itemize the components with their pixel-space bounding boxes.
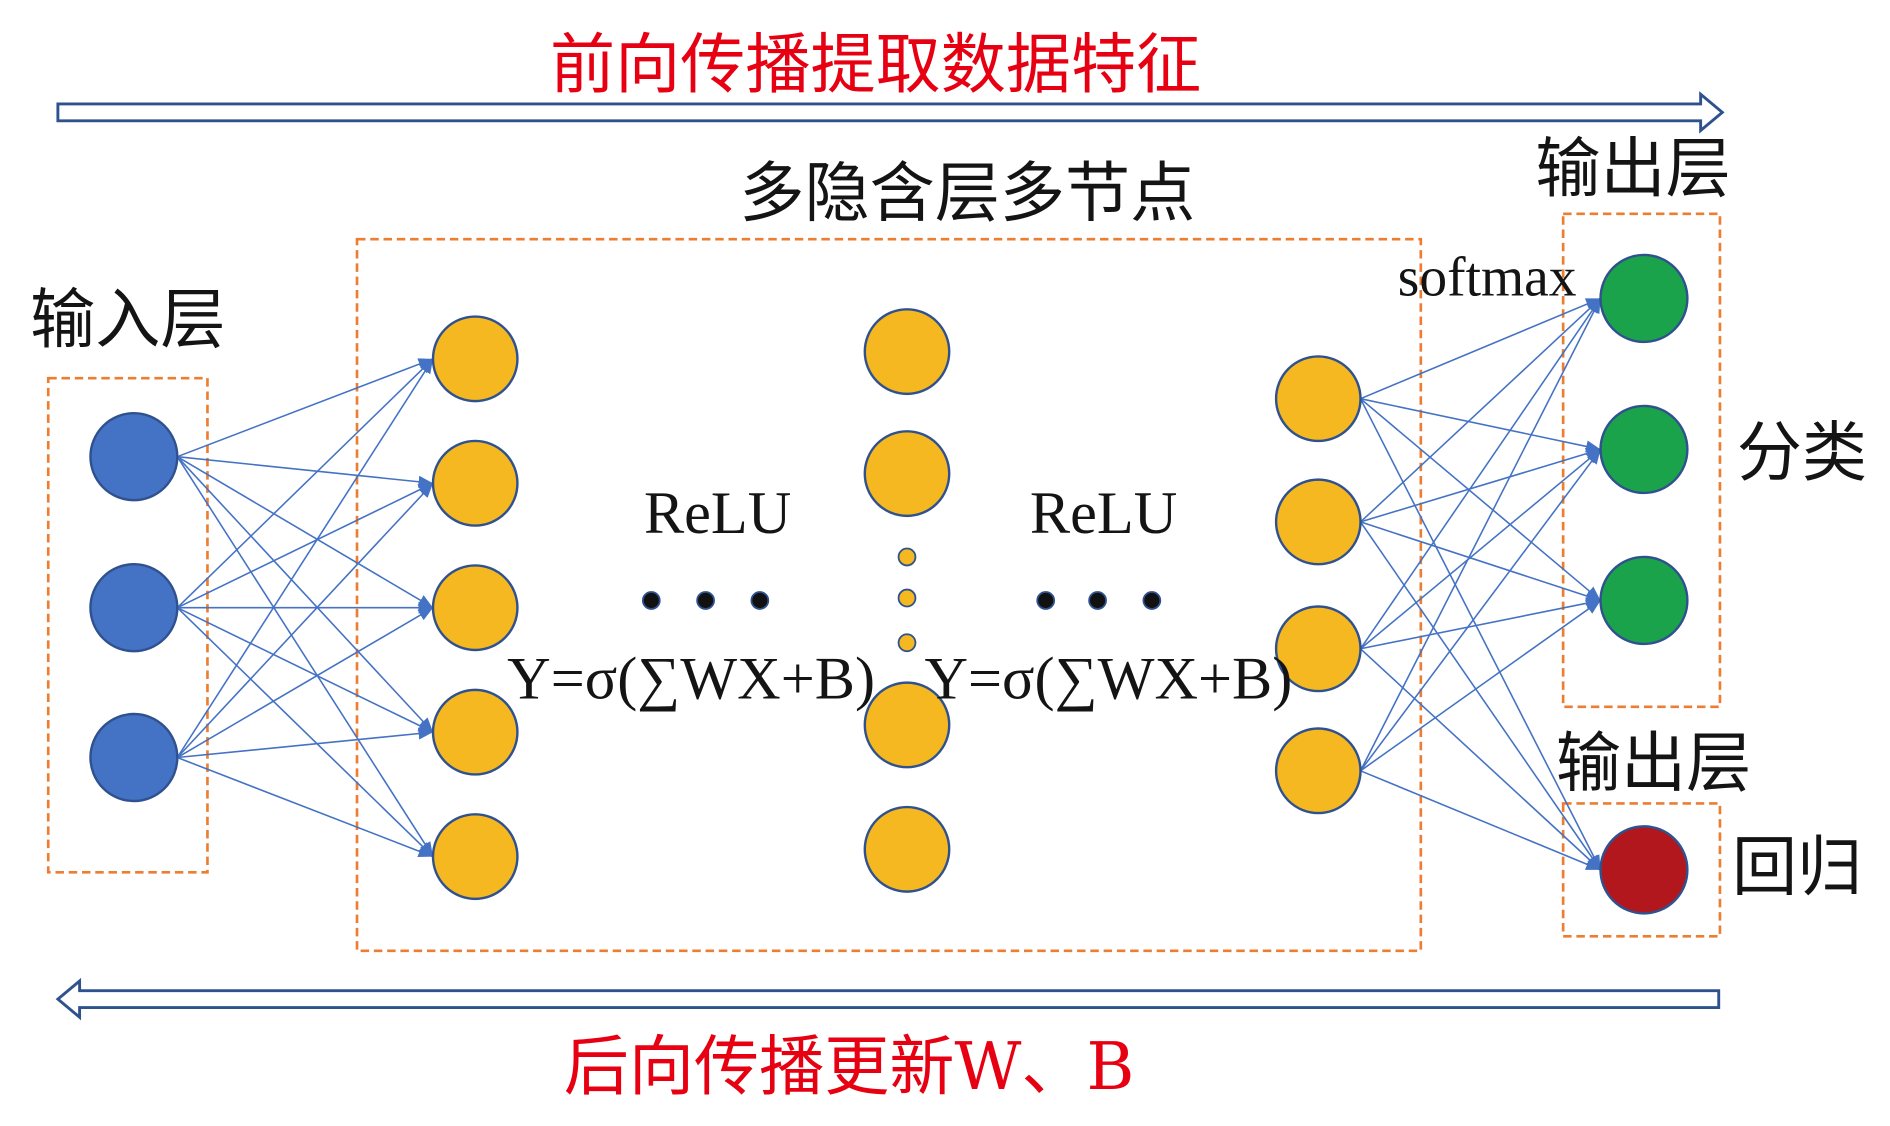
ellipsis-dot: [641, 591, 661, 610]
ellipsis-dot: [1142, 591, 1162, 610]
hidden-node: [431, 564, 519, 652]
connection-arrow: [1360, 599, 1601, 772]
forward-propagation-label: 前向传播提取数据特征: [550, 27, 1201, 103]
ellipsis-dot: [750, 591, 770, 610]
activation-label-left: ReLU: [644, 480, 791, 547]
hidden-node: [1274, 478, 1362, 566]
connection-arrow: [176, 482, 434, 759]
hidden-node: [863, 430, 951, 518]
hidden-node: [431, 439, 519, 527]
hidden-layer-middle-nodes: [863, 308, 951, 893]
connection-arrow: [1360, 521, 1601, 602]
connections-group: [176, 297, 1602, 871]
input-node: [89, 411, 179, 502]
regression-output-box: [1561, 802, 1722, 938]
hidden-node: [431, 315, 519, 403]
connection-arrow: [1360, 448, 1602, 650]
connection-arrow: [1359, 398, 1602, 871]
horizontal-ellipsis-left: [641, 591, 770, 610]
connection-arrow: [1360, 447, 1601, 523]
input-layer-nodes: [89, 411, 179, 803]
connection-arrow: [176, 607, 434, 858]
forward-propagation-arrow: [56, 91, 1725, 134]
input-layer-label: 输入层: [30, 282, 225, 358]
connection-arrow: [176, 606, 434, 733]
connection-arrow: [176, 358, 434, 758]
connection-arrow: [177, 727, 434, 759]
vertical-ellipsis-dot: [897, 588, 917, 608]
hidden-node: [863, 681, 951, 769]
regression-task-label: 回归: [1732, 829, 1862, 905]
connection-arrow: [177, 756, 434, 858]
classification-output-nodes: [1599, 253, 1689, 646]
hidden-node: [1274, 605, 1362, 693]
connection-arrow: [176, 607, 434, 759]
hidden-node: [1274, 355, 1362, 443]
formula-right: Y=σ(∑WX+B): [924, 645, 1292, 712]
connection-arrow: [1359, 648, 1602, 871]
classification-task-label: 分类: [1737, 415, 1867, 491]
hidden-node: [1274, 727, 1362, 815]
regression-output-nodes: [1599, 825, 1689, 915]
connection-arrow: [1360, 397, 1601, 453]
ellipsis-dot: [1088, 591, 1107, 610]
classification-output-node: [1599, 253, 1689, 344]
vertical-ellipsis-dot: [897, 633, 917, 653]
connection-arrow: [1359, 448, 1602, 772]
regression-output-layer-label: 输出层: [1556, 726, 1751, 802]
hidden-node: [431, 688, 519, 776]
connection-arrow: [177, 358, 434, 458]
connection-arrow: [177, 455, 434, 488]
input-node: [89, 712, 179, 803]
horizontal-ellipsis-right: [1036, 591, 1162, 610]
connection-arrow: [176, 456, 434, 858]
backward-propagation-label: 后向传播更新W、B: [564, 1029, 1135, 1105]
hidden-layer-first-nodes: [431, 315, 519, 901]
vertical-ellipsis-dot: [897, 547, 917, 567]
connection-arrow: [1360, 398, 1602, 602]
classification-output-layer-label: 输出层: [1535, 131, 1730, 207]
connection-arrow: [176, 456, 434, 733]
connection-arrow: [176, 456, 434, 609]
input-node: [89, 563, 179, 653]
connection-arrow: [176, 482, 434, 609]
connection-arrow: [1359, 521, 1602, 871]
connection-arrow: [176, 358, 434, 609]
hidden-node: [863, 308, 951, 396]
softmax-label: softmax: [1398, 247, 1577, 308]
hidden-layers-title: 多隐含层多节点: [739, 155, 1195, 231]
connection-arrow: [1359, 298, 1602, 772]
connection-arrow: [1359, 297, 1602, 523]
classification-output-node: [1599, 555, 1689, 646]
backward-propagation-arrow: [55, 977, 1721, 1021]
ellipsis-dot: [696, 591, 715, 610]
hidden-node: [863, 805, 951, 893]
connection-arrow: [1360, 770, 1601, 871]
hidden-layer-last-nodes: [1274, 355, 1362, 815]
regression-output-node: [1599, 825, 1689, 915]
formula-left: Y=σ(∑WX+B): [507, 645, 875, 712]
classification-output-node: [1599, 404, 1689, 495]
ellipsis-dot: [1036, 591, 1056, 610]
connection-arrow: [1359, 297, 1602, 650]
input-layer-box: [46, 376, 209, 874]
connection-arrow: [1360, 597, 1601, 650]
connection-arrow: [1360, 297, 1601, 400]
activation-label-right: ReLU: [1030, 480, 1177, 547]
hidden-node: [431, 813, 519, 901]
hidden-layers-box: [355, 237, 1423, 953]
